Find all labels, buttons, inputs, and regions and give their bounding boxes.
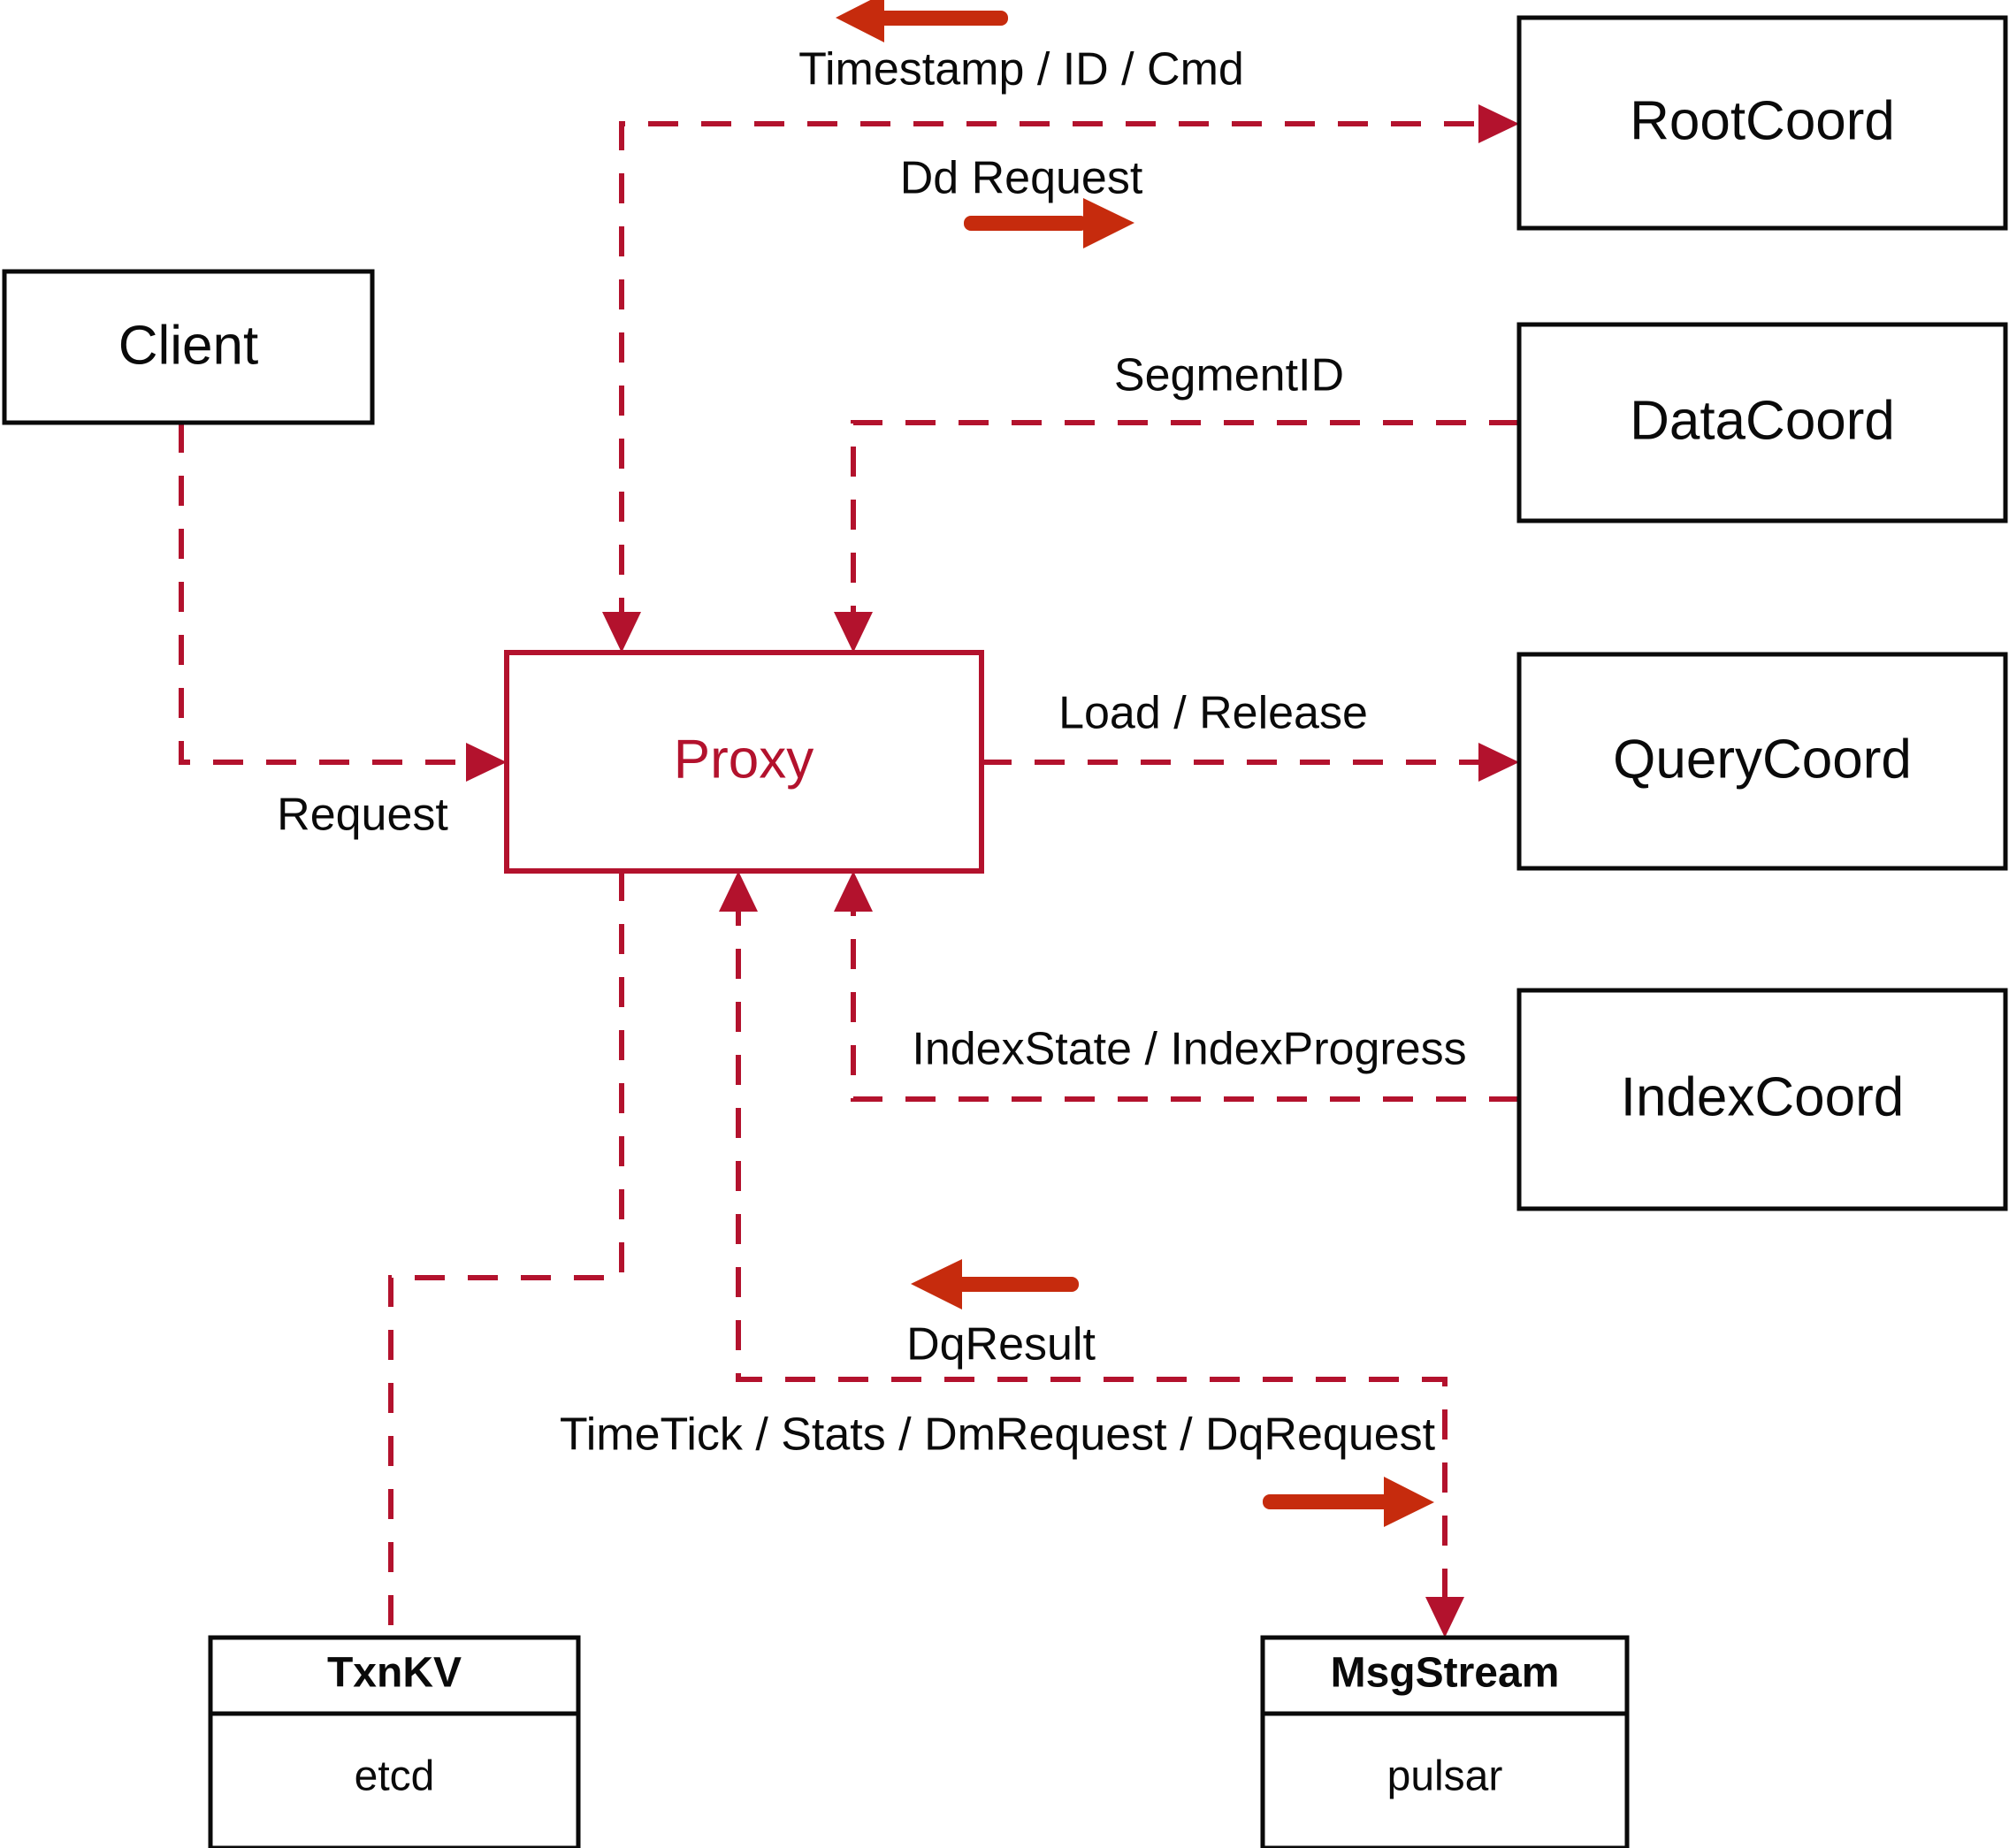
node-proxy[interactable]: Proxy xyxy=(504,650,984,874)
node-client-rect[interactable] xyxy=(2,269,375,425)
edge-datacoord-to-proxy xyxy=(834,420,1519,653)
edge-label-dq-result: DqResult xyxy=(906,1319,1096,1371)
edge-label-timestamp-id-cmd: Timestamp / ID / Cmd xyxy=(798,44,1244,95)
edge-label-timetick-stats: TimeTick / Stats / DmRequest / DqRequest xyxy=(560,1409,1436,1461)
node-datacoord-label: DataCoord xyxy=(1630,390,1895,451)
node-rootcoord[interactable]: RootCoord xyxy=(1516,15,2008,231)
edge-client-to-proxy xyxy=(179,423,507,782)
node-indexcoord[interactable]: IndexCoord xyxy=(1516,988,2008,1211)
node-rootcoord-rect[interactable] xyxy=(1516,15,2008,231)
edge-label-segment-id: SegmentID xyxy=(1114,350,1344,401)
node-querycoord[interactable]: QueryCoord xyxy=(1516,652,2008,871)
node-querycoord-rect[interactable] xyxy=(1516,652,2008,871)
node-indexcoord-label: IndexCoord xyxy=(1621,1066,1905,1127)
edge-path-rootcoord xyxy=(619,121,1494,628)
edge-proxy-to-txnkv xyxy=(388,871,624,1638)
arrowhead-proxy-top-right xyxy=(834,612,873,653)
node-querycoord-label: QueryCoord xyxy=(1613,729,1912,790)
edge-proxy-msgstream xyxy=(719,871,1464,1638)
node-msgstream-rect[interactable] xyxy=(1260,1635,1630,1848)
edge-proxy-to-rootcoord xyxy=(602,104,1519,653)
solid-arrow-timetick xyxy=(1263,1477,1434,1527)
node-rootcoord-label: RootCoord xyxy=(1630,90,1895,151)
edge-path-request xyxy=(179,423,482,765)
arrowhead-request xyxy=(466,743,507,782)
node-indexcoord-rect[interactable] xyxy=(1516,988,2008,1211)
arrowhead-msgstream xyxy=(1425,1597,1464,1638)
edge-indexcoord-to-proxy xyxy=(834,871,1519,1102)
edge-label-load-release: Load / Release xyxy=(1058,688,1368,739)
solid-arrow-dq-result xyxy=(911,1259,1079,1310)
edge-proxy-to-querycoord xyxy=(982,743,1519,782)
node-proxy-rect[interactable] xyxy=(504,650,984,874)
arrowhead-proxy-bottom-mid xyxy=(719,871,758,912)
solid-arrow-dd-request xyxy=(964,198,1134,248)
arrowhead-querycoord xyxy=(1478,743,1519,782)
edge-path-txnkv xyxy=(388,871,624,1638)
node-client-label: Client xyxy=(118,315,259,376)
node-msgstream[interactable]: MsgStream pulsar xyxy=(1260,1635,1630,1848)
arrowhead-rootcoord xyxy=(1478,104,1519,143)
solid-arrow-timestamp xyxy=(836,0,1008,42)
node-txnkv[interactable]: TxnKV etcd xyxy=(208,1635,581,1848)
node-datacoord[interactable]: DataCoord xyxy=(1516,322,2008,523)
node-client[interactable]: Client xyxy=(2,269,375,425)
edge-label-request: Request xyxy=(277,790,448,841)
node-msgstream-body: pulsar xyxy=(1387,1753,1503,1800)
arrowhead-proxy-top-left xyxy=(602,612,641,653)
node-txnkv-header: TxnKV xyxy=(327,1650,462,1697)
node-txnkv-body: etcd xyxy=(355,1753,435,1800)
edge-path-msgstream xyxy=(736,896,1448,1611)
node-datacoord-rect[interactable] xyxy=(1516,322,2008,523)
node-proxy-label: Proxy xyxy=(674,729,814,790)
node-msgstream-header: MsgStream xyxy=(1331,1650,1560,1697)
node-txnkv-rect[interactable] xyxy=(208,1635,581,1848)
edge-label-index-state: IndexState / IndexProgress xyxy=(912,1024,1466,1075)
arrowhead-proxy-bottom-right xyxy=(834,871,873,912)
edge-path-segmentid xyxy=(851,420,1519,628)
edge-label-dd-request: Dd Request xyxy=(900,153,1143,204)
edge-path-indexstate xyxy=(851,896,1519,1102)
